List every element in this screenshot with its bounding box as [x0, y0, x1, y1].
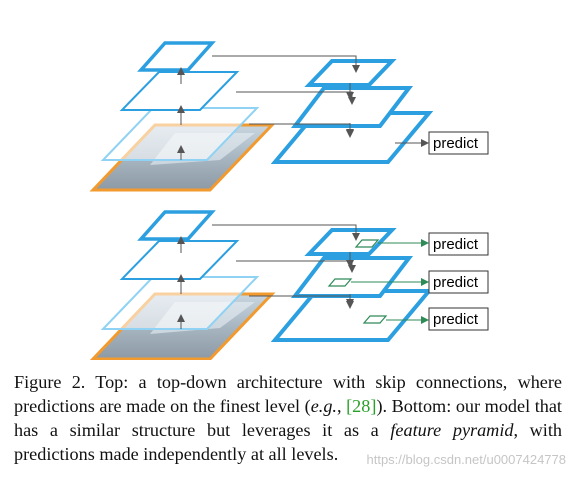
left-pyramid-level-3 — [100, 107, 260, 161]
predict-box — [428, 131, 489, 155]
right-pyramid-level-2 — [290, 256, 414, 298]
predict-label: predict — [433, 274, 479, 291]
figure-caption: Figure 2. Top: a top-down architecture w… — [14, 370, 562, 466]
left-pyramid-level-2 — [119, 240, 240, 280]
prediction-window — [327, 278, 353, 287]
predict-label: predict — [433, 311, 479, 328]
prediction-window — [362, 315, 388, 324]
predict-label: predict — [433, 236, 479, 253]
lateral-connection — [212, 224, 360, 241]
citation-link[interactable]: [28] — [346, 396, 377, 416]
predict-box — [428, 232, 489, 256]
left-pyramid-level-2 — [119, 71, 240, 111]
bottom-diagram: predict predict predict — [89, 210, 489, 360]
architecture-figure: predict predict p — [89, 41, 489, 360]
left-pyramid-level-3 — [100, 276, 260, 330]
caption-feature-pyramid: feature pyramid — [390, 420, 514, 440]
prediction-window — [354, 239, 380, 248]
caption-text: Figure 2. Top: a top-down architecture w… — [14, 372, 562, 416]
right-pyramid-level-2 — [290, 86, 414, 128]
left-pyramid-level-1 — [137, 210, 216, 241]
predict-label: predict — [433, 135, 479, 152]
watermark: https://blog.csdn.net/u0007424778 — [366, 452, 567, 467]
caption-eg: e.g. — [310, 396, 337, 416]
caption-text: , with predictions made independently at… — [14, 420, 562, 464]
caption-text: , — [336, 396, 347, 416]
right-pyramid-level-1 — [304, 59, 397, 87]
predict-box — [428, 270, 489, 294]
predict-box — [428, 307, 489, 331]
lateral-connection — [212, 55, 360, 73]
top-diagram: predict — [89, 41, 489, 192]
right-pyramid-level-3 — [270, 289, 434, 342]
right-pyramid-level-1 — [304, 228, 397, 256]
caption-text: ). Bottom: our model that has a similar … — [14, 396, 562, 440]
left-pyramid-level-1 — [137, 41, 216, 72]
